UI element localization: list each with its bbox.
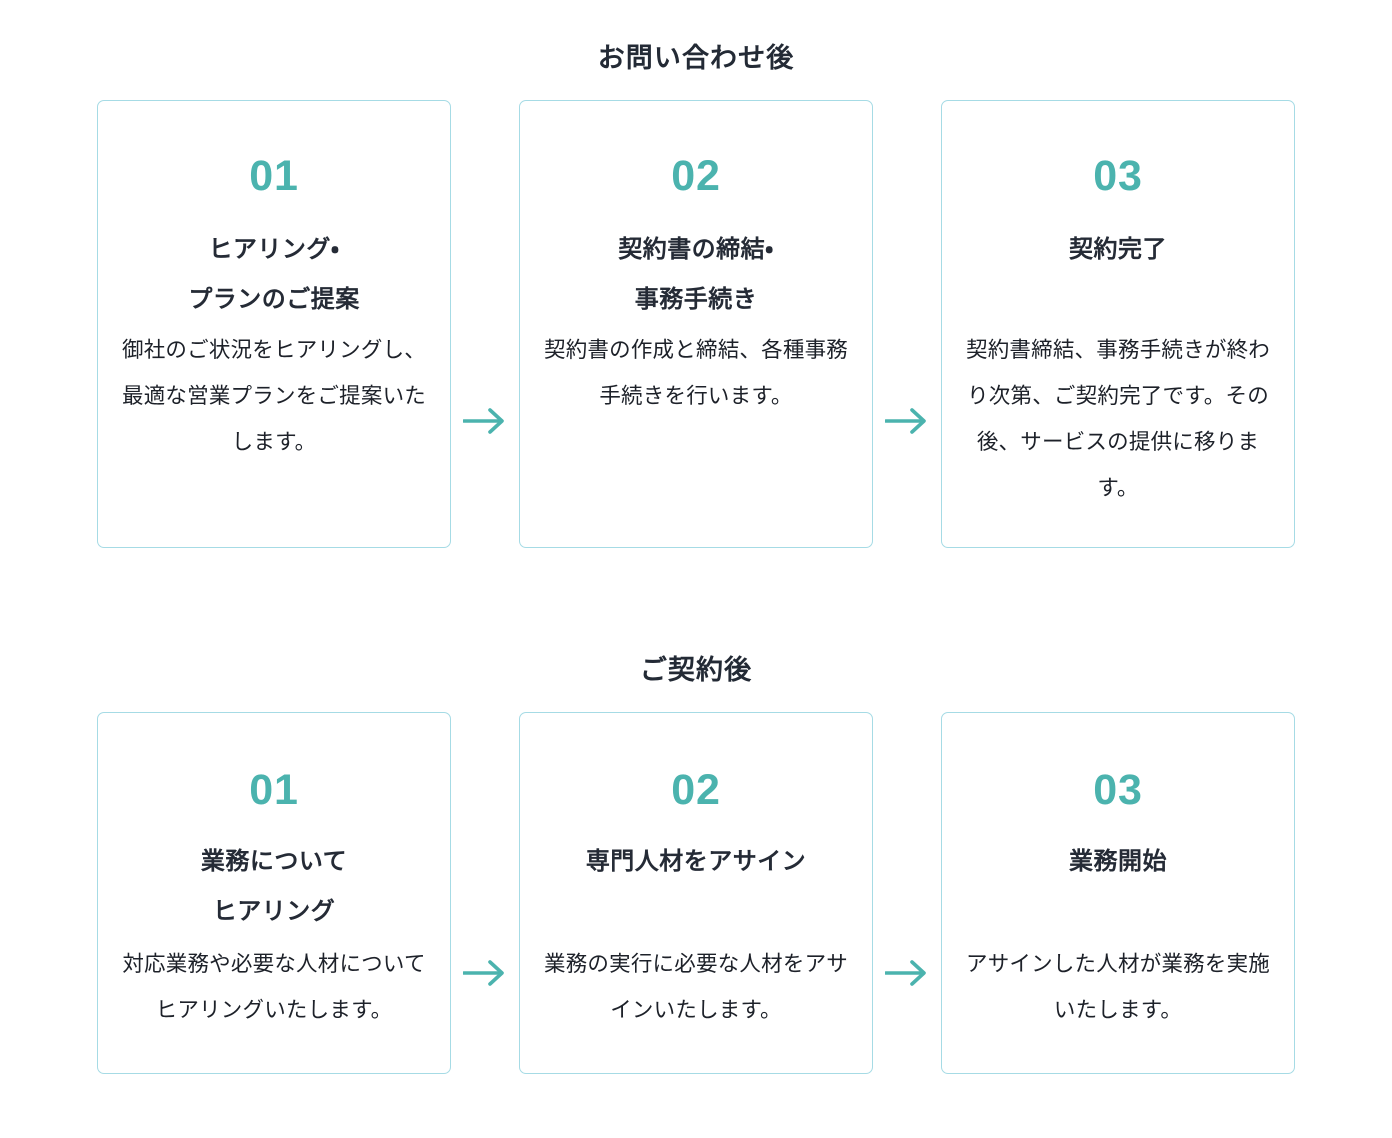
step-title-line: 事務手続き [634, 286, 758, 313]
step-description: 業務の実行に必要な人材をアサインいたします。 [543, 952, 848, 1022]
step-title: 契約書の締結・ 事務手続き [542, 225, 850, 325]
step-title: 専門人材をアサイン [542, 837, 850, 937]
step-title: 契約完了 [964, 225, 1272, 325]
step-title-line: 契約書の締結・ [618, 236, 774, 263]
step-description: アサインした人材が業務を実施いたします。 [965, 952, 1270, 1022]
step-card-3: 03 業務開始 アサインした人材が業務を実施いたします。 [941, 712, 1295, 1074]
step-title: ヒアリング・ プランのご提案 [120, 225, 428, 325]
step-number: 01 [249, 151, 299, 200]
arrow-right-icon [873, 100, 941, 548]
step-description: 契約書締結、事務手続きが終わり次第、ご契約完了です。その後、サービスの提供に移り… [965, 338, 1270, 500]
section-heading-after-contact: お問い合わせ後 [597, 43, 795, 73]
arrow-right-icon [451, 100, 519, 548]
section-heading-after-contract: ご契約後 [639, 655, 753, 685]
step-number: 03 [1093, 765, 1143, 814]
step-description: 御社のご状況をヒアリングし、最適な営業プランをご提案いたします。 [121, 338, 426, 454]
step-card-1: 01 ヒアリング・ プランのご提案 御社のご状況をヒアリングし、最適な営業プラン… [97, 100, 451, 548]
step-title: 業務について ヒアリング [120, 837, 428, 937]
step-title-line: 業務開始 [1069, 848, 1167, 875]
step-title-line: 契約完了 [1069, 236, 1167, 263]
step-number: 03 [1093, 151, 1143, 200]
step-title-line [542, 887, 850, 937]
step-title-line: プランのご提案 [188, 286, 360, 313]
step-description: 対応業務や必要な人材についてヒアリングいたします。 [122, 952, 426, 1022]
step-number: 02 [671, 765, 721, 814]
step-card-2: 02 契約書の締結・ 事務手続き 契約書の作成と締結、各種事務手続きを行います。 [519, 100, 873, 548]
step-title-line: 業務について [200, 848, 348, 875]
section-after-contact: お問い合わせ後 01 ヒアリング・ プランのご提案 御社のご状況をヒアリングし、… [0, 0, 1392, 548]
step-title-line: ヒアリング・ [208, 236, 340, 263]
step-description: 契約書の作成と締結、各種事務手続きを行います。 [543, 338, 848, 408]
step-card-2: 02 専門人材をアサイン 業務の実行に必要な人材をアサインいたします。 [519, 712, 873, 1074]
step-card-3: 03 契約完了 契約書締結、事務手続きが終わり次第、ご契約完了です。その後、サー… [941, 100, 1295, 548]
step-title: 業務開始 [964, 837, 1272, 937]
step-title-line [964, 275, 1272, 325]
arrow-right-icon [873, 712, 941, 1074]
section-after-contract: ご契約後 01 業務について ヒアリング 対応業務や必要な人材についてヒアリング… [0, 612, 1392, 1074]
step-title-line: ヒアリング [212, 898, 336, 925]
steps-row-after-contact: 01 ヒアリング・ プランのご提案 御社のご状況をヒアリングし、最適な営業プラン… [0, 100, 1392, 548]
step-number: 02 [671, 151, 721, 200]
step-title-line: 専門人材をアサイン [585, 848, 807, 875]
step-number: 01 [249, 765, 299, 814]
step-title-line [964, 887, 1272, 937]
steps-row-after-contract: 01 業務について ヒアリング 対応業務や必要な人材についてヒアリングいたします… [0, 712, 1392, 1074]
step-card-1: 01 業務について ヒアリング 対応業務や必要な人材についてヒアリングいたします… [97, 712, 451, 1074]
arrow-right-icon [451, 712, 519, 1074]
